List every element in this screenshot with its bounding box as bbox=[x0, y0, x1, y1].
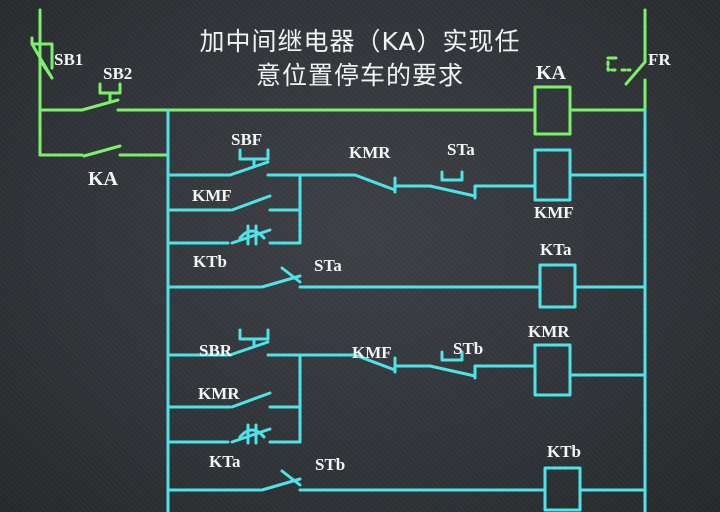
ka-control-rung bbox=[30, 8, 647, 158]
label-kmf-hold: KMF bbox=[192, 186, 232, 205]
label-sta-nc-1: STa bbox=[447, 140, 475, 159]
label-kta-contact: KTa bbox=[209, 452, 241, 471]
label-kmr-coil: KMR bbox=[528, 322, 570, 341]
label-kmf-coil: KMF bbox=[534, 203, 574, 222]
label-sta-no: STa bbox=[314, 256, 342, 275]
stb-nc-contact bbox=[428, 350, 537, 380]
ktb-coil bbox=[543, 466, 582, 512]
kmf-nc-contact bbox=[353, 353, 432, 374]
stb-no-icon bbox=[280, 469, 302, 487]
sta-no-icon bbox=[280, 266, 302, 284]
sta-nc-contact-1 bbox=[428, 170, 537, 200]
label-ktb-contact: KTb bbox=[193, 252, 228, 271]
label-sbf: SBF bbox=[231, 130, 263, 149]
label-kmf-nc: KMF bbox=[352, 343, 392, 362]
label-stb-nc: STb bbox=[453, 339, 484, 358]
label-stb-no: STb bbox=[315, 455, 346, 474]
label-kta-coil: KTa bbox=[540, 240, 572, 259]
label-ka-contact: KA bbox=[88, 168, 118, 190]
label-sb1: SB1 bbox=[54, 50, 84, 69]
ka-coil bbox=[533, 85, 572, 136]
sb1-contact bbox=[38, 58, 52, 77]
kta-timer-icon bbox=[238, 423, 266, 445]
label-ka-coil: KA bbox=[536, 62, 566, 84]
diagram-title-line-2: 意位置停车的要求 bbox=[255, 61, 464, 90]
diagram-title-line-1: 加中间继电器（KA）实现任 bbox=[199, 27, 521, 56]
label-fr: FR bbox=[648, 50, 671, 69]
cyan-buses bbox=[166, 108, 647, 512]
sbr-button-icon bbox=[228, 328, 270, 357]
label-kmr-nc-1: KMR bbox=[349, 143, 391, 162]
kmr-nc-contact-1 bbox=[353, 173, 432, 194]
label-sbr: SBR bbox=[199, 341, 233, 360]
label-ktb-coil: KTb bbox=[547, 442, 582, 461]
kmr-rung bbox=[166, 328, 647, 512]
fr-thermal-icon bbox=[606, 60, 632, 72]
ktb-timer-icon bbox=[238, 224, 266, 246]
label-sb2: SB2 bbox=[103, 64, 133, 83]
sbf-button-icon bbox=[228, 148, 270, 177]
fr-contact bbox=[624, 8, 647, 112]
kmr-coil bbox=[533, 343, 572, 397]
ka-hold-contact bbox=[38, 108, 170, 158]
kta-coil bbox=[538, 263, 577, 309]
kmf-rung bbox=[166, 148, 647, 309]
sb2-button-icon bbox=[38, 82, 170, 112]
kmf-coil bbox=[533, 148, 572, 202]
label-kmr-hold: KMR bbox=[198, 384, 240, 403]
